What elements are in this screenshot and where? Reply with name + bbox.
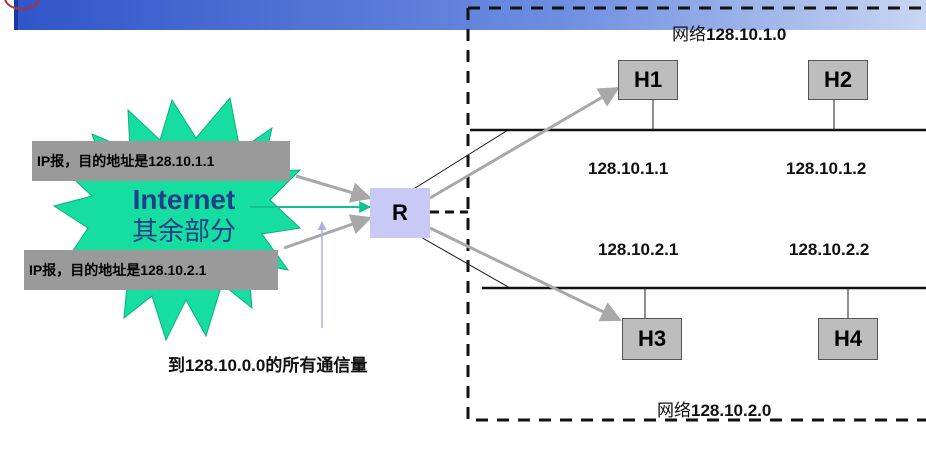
network-bottom-address: 128.10.2.0	[691, 401, 772, 420]
arrow-packet-top-in	[295, 174, 373, 203]
addr-h2: 128.10.1.2	[786, 159, 867, 178]
header-bar	[14, 0, 926, 30]
router-r[interactable]: R	[370, 188, 430, 238]
host-h2[interactable]: H2	[808, 60, 868, 100]
host-h1[interactable]: H1	[618, 60, 678, 100]
host-h4[interactable]: H4	[818, 318, 878, 360]
traffic-note: 到128.10.0.0的所有通信量	[168, 356, 368, 375]
host-h3[interactable]: H3	[622, 318, 682, 360]
addr-h1: 128.10.1.1	[588, 159, 669, 178]
router-line-top	[411, 129, 509, 191]
network-top-address: 128.10.1.0	[706, 25, 787, 44]
network-bottom-label: 网络	[657, 401, 691, 420]
packet-label-top: IP报，目的地址是128.10.1.1	[32, 141, 290, 181]
arrow-router-to-h3	[429, 226, 622, 322]
packet-label-bottom: IP报，目的地址是128.10.2.1	[24, 250, 278, 290]
internet-line2: 其余部分	[131, 216, 236, 246]
internet-line1: Internet	[132, 184, 236, 215]
network-boundary	[466, 8, 926, 422]
arrow-packet-bottom-in	[283, 214, 372, 250]
arrow-router-to-h1	[429, 86, 620, 200]
internet-label: Internet 其余部分	[94, 184, 274, 246]
addr-h3: 128.10.2.1	[598, 240, 679, 259]
router-line-bottom	[411, 231, 511, 289]
network-top-title: 网络128.10.1.0	[672, 20, 786, 45]
header-left-edge	[14, 0, 18, 30]
addr-h4: 128.10.2.2	[789, 240, 870, 259]
network-top-label: 网络	[672, 25, 706, 44]
network-bottom-title: 网络128.10.2.0	[657, 396, 771, 421]
